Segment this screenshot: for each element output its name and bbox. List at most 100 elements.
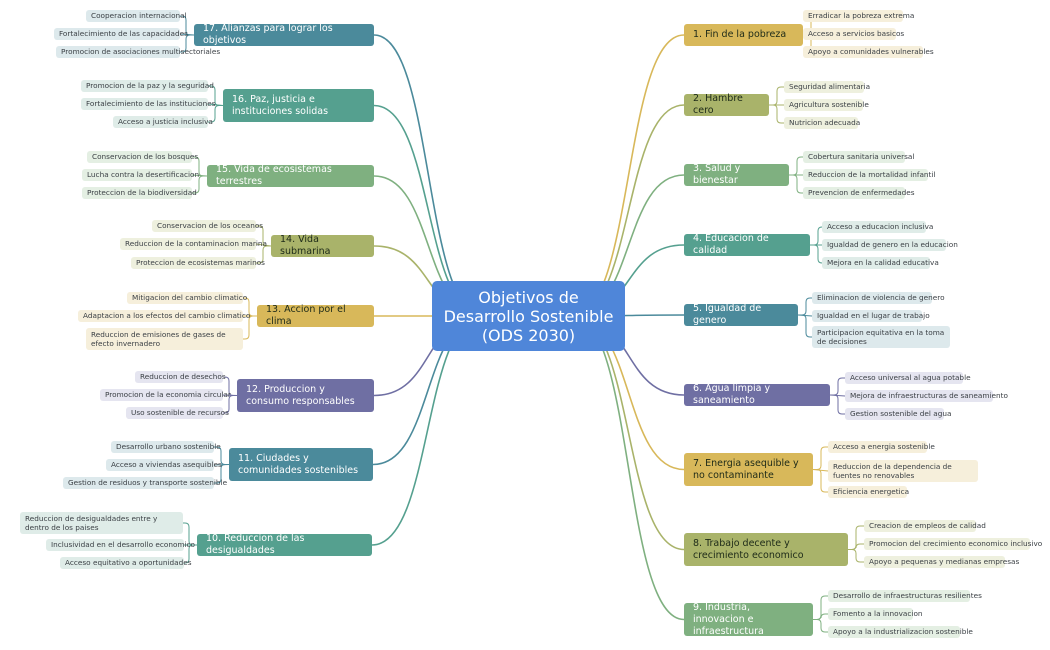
subtopic-promocion-de-la-paz-y-la-seguridad[interactable]: Promocion de la paz y la seguridad (81, 80, 214, 92)
subtopic-proteccion-de-ecosistemas-marinos[interactable]: Proteccion de ecosistemas marinos (131, 257, 265, 269)
subtopic-label: Reduccion de la contaminacion marina (125, 239, 268, 249)
leaf-connector (769, 104, 784, 124)
goal-node-16[interactable]: 16. Paz, justicia e instituciones solida… (223, 89, 374, 122)
subtopic-cooperacion-internacional[interactable]: Cooperacion internacional (86, 10, 187, 22)
subtopic-conservacion-de-los-bosques[interactable]: Conservacion de los bosques (87, 151, 198, 163)
subtopic-label: Fortalecimiento de las instituciones (86, 99, 216, 109)
goal-node-label: 5. Igualdad de genero (693, 303, 762, 326)
subtopic-promocion-del-crecimiento-economico-inclusivo[interactable]: Promocion del crecimiento economico incl… (864, 538, 1042, 550)
goal-node-7[interactable]: 7. Energia asequible y no contaminante (684, 453, 813, 486)
subtopic-gestion-sostenible-del-agua[interactable]: Gestion sostenible del agua (845, 408, 951, 420)
leaf-connector (798, 297, 812, 316)
goal-node-label: 2. Hambre cero (693, 93, 743, 116)
subtopic-erradicar-la-pobreza-extrema[interactable]: Erradicar la pobreza extrema (803, 10, 914, 22)
goal-connector-8 (572, 315, 685, 551)
leaf-connector (180, 34, 194, 53)
subtopic-apoyo-a-comunidades-vulnerables[interactable]: Apoyo a comunidades vulnerables (803, 46, 934, 58)
subtopic-acceso-a-educacion-inclusiva[interactable]: Acceso a educacion inclusiva (822, 221, 933, 233)
goal-connector-9 (572, 315, 685, 621)
goal-node-label: 14. Vida submarina (280, 234, 331, 257)
goal-node-15[interactable]: 15. Vida de ecosistemas terrestres (207, 164, 374, 187)
subtopic-agricultura-sostenible[interactable]: Agricultura sostenible (784, 99, 869, 111)
goal-node-5[interactable]: 5. Igualdad de genero (684, 303, 798, 326)
subtopic-acceso-equitativo-a-oportunidades[interactable]: Acceso equitativo a oportunidades (60, 557, 192, 569)
subtopic-apoyo-a-pequenas-y-medianas-empresas[interactable]: Apoyo a pequenas y medianas empresas (864, 556, 1019, 568)
goal-node-9[interactable]: 9. Industria, innovacion e infraestructu… (684, 602, 813, 637)
goal-node-8[interactable]: 8. Trabajo decente y crecimiento economi… (684, 533, 848, 566)
goal-connector-17 (373, 34, 484, 317)
subtopic-reduccion-de-desigualdades-entre-y-dentro-de-los-paises[interactable]: Reduccion de desigualdades entre y dentr… (20, 512, 183, 534)
subtopic-label: Eficiencia energetica (833, 487, 910, 497)
subtopic-mejora-en-la-calidad-educativa[interactable]: Mejora en la calidad educativa (822, 257, 939, 269)
subtopic-acceso-a-energia-sostenible[interactable]: Acceso a energia sostenible (828, 441, 935, 453)
goal-node-3[interactable]: 3. Salud y bienestar (684, 163, 789, 186)
subtopic-reduccion-de-emisiones-de-gases-de-efecto-invernadero[interactable]: Reduccion de emisiones de gases de efect… (86, 328, 243, 350)
subtopic-participacion-equitativa-en-la-toma-de-decisiones[interactable]: Participacion equitativa en la toma de d… (812, 326, 950, 348)
subtopic-label: Acceso a viviendas asequibles (111, 460, 222, 470)
subtopic-adaptacion-a-los-efectos-del-cambio-climatico[interactable]: Adaptacion a los efectos del cambio clim… (78, 310, 250, 322)
subtopic-igualdad-de-genero-en-la-educacion[interactable]: Igualdad de genero en la educacion (822, 239, 958, 251)
goal-node-6[interactable]: 6. Agua limpia y saneamiento (684, 383, 830, 406)
subtopic-label: Acceso a servicios basicos (808, 29, 905, 39)
subtopic-promocion-de-la-economia-circular[interactable]: Promocion de la economia circular (100, 389, 231, 401)
subtopic-label: Prevencion de enfermedades (808, 188, 915, 198)
subtopic-prevencion-de-enfermedades[interactable]: Prevencion de enfermedades (803, 187, 915, 199)
goal-node-1[interactable]: 1. Fin de la pobreza (684, 24, 803, 46)
subtopic-acceso-a-justicia-inclusiva[interactable]: Acceso a justicia inclusiva (113, 116, 213, 128)
subtopic-eficiencia-energetica[interactable]: Eficiencia energetica (828, 486, 910, 498)
subtopic-label: Gestion sostenible del agua (850, 409, 952, 419)
subtopic-promocion-de-asociaciones-multisectoriales[interactable]: Promocion de asociaciones multisectorial… (56, 46, 220, 58)
subtopic-label: Apoyo a pequenas y medianas empresas (869, 557, 1020, 567)
subtopic-reduccion-de-la-mortalidad-infantil[interactable]: Reduccion de la mortalidad infantil (803, 169, 935, 181)
goal-node-14[interactable]: 14. Vida submarina (271, 234, 374, 257)
subtopic-fortalecimiento-de-las-instituciones[interactable]: Fortalecimiento de las instituciones (81, 98, 216, 110)
subtopic-fomento-a-la-innovacion[interactable]: Fomento a la innovacion (828, 608, 923, 620)
subtopic-creacion-de-empleos-de-calidad[interactable]: Creacion de empleos de calidad (864, 520, 986, 532)
subtopic-gestion-de-residuos-y-transporte-sostenible[interactable]: Gestion de residuos y transporte sosteni… (63, 477, 227, 489)
leaf-connector (208, 105, 223, 123)
subtopic-label: Promocion del crecimiento economico incl… (869, 539, 1043, 549)
goal-node-11[interactable]: 11. Ciudades y comunidades sostenibles (229, 448, 373, 481)
subtopic-proteccion-de-la-biodiversidad[interactable]: Proteccion de la biodiversidad (82, 187, 197, 199)
subtopic-igualdad-en-el-lugar-de-trabajo[interactable]: Igualdad en el lugar de trabajo (812, 310, 930, 322)
goal-node-17[interactable]: 17. Alianzas para lograr los objetivos (194, 23, 374, 46)
subtopic-eliminacion-de-violencia-de-genero[interactable]: Eliminacion de violencia de genero (812, 292, 945, 304)
subtopic-desarrollo-urbano-sostenible[interactable]: Desarrollo urbano sostenible (111, 441, 221, 453)
subtopic-label: Promocion de la economia circular (105, 390, 231, 400)
subtopic-inclusividad-en-el-desarrollo-economico[interactable]: Inclusividad en el desarrollo economico (46, 539, 195, 551)
subtopic-fortalecimiento-de-las-capacidades[interactable]: Fortalecimiento de las capacidades (54, 28, 188, 40)
subtopic-apoyo-a-la-industrializacion-sostenible[interactable]: Apoyo a la industrializacion sostenible (828, 626, 973, 638)
subtopic-conservacion-de-los-oceanos[interactable]: Conservacion de los oceanos (152, 220, 263, 232)
leaf-connector (813, 469, 828, 493)
subtopic-mitigacion-del-cambio-climatico[interactable]: Mitigacion del cambio climatico (127, 292, 247, 304)
subtopic-acceso-a-servicios-basicos[interactable]: Acceso a servicios basicos (803, 28, 904, 40)
subtopic-reduccion-de-la-contaminacion-marina[interactable]: Reduccion de la contaminacion marina (120, 238, 267, 250)
subtopic-acceso-universal-al-agua-potable[interactable]: Acceso universal al agua potable (845, 372, 971, 384)
subtopic-label: Igualdad en el lugar de trabajo (817, 311, 930, 321)
goal-node-4[interactable]: 4. Educacion de calidad (684, 233, 810, 256)
subtopic-acceso-a-viviendas-asequibles[interactable]: Acceso a viviendas asequibles (106, 459, 222, 471)
goal-node-label: 8. Trabajo decente y crecimiento economi… (693, 537, 804, 561)
leaf-connector (789, 174, 803, 194)
subtopic-label: Reduccion de la mortalidad infantil (808, 170, 936, 180)
goal-node-10[interactable]: 10. Reduccion de las desigualdades (197, 533, 372, 556)
goal-node-13[interactable]: 13. Accion por el clima (257, 304, 374, 327)
subtopic-mejora-de-infraestructuras-de-saneamiento[interactable]: Mejora de infraestructuras de saneamient… (845, 390, 1008, 402)
subtopic-cobertura-sanitaria-universal[interactable]: Cobertura sanitaria universal (803, 151, 914, 163)
subtopic-reduccion-de-desechos[interactable]: Reduccion de desechos (135, 371, 226, 383)
subtopic-label: Acceso a energia sostenible (833, 442, 935, 452)
subtopic-seguridad-alimentaria[interactable]: Seguridad alimentaria (784, 81, 870, 93)
central-topic[interactable]: Objetivos de Desarrollo Sostenible (ODS … (432, 281, 625, 351)
subtopic-nutricion-adecuada[interactable]: Nutricion adecuada (784, 117, 860, 129)
subtopic-label: Eliminacion de violencia de genero (817, 293, 945, 303)
goal-node-label: 17. Alianzas para lograr los objetivos (203, 23, 333, 46)
subtopic-label: Reduccion de emisiones de gases de efect… (91, 329, 226, 349)
goal-node-2[interactable]: 2. Hambre cero (684, 93, 769, 116)
subtopic-desarrollo-de-infraestructuras-resilientes[interactable]: Desarrollo de infraestructuras resilient… (828, 590, 982, 602)
subtopic-lucha-contra-la-desertificacion[interactable]: Lucha contra la desertificacion (82, 169, 199, 181)
goal-node-12[interactable]: 12. Produccion y consumo responsables (237, 379, 374, 412)
subtopic-label: Apoyo a la industrializacion sostenible (833, 627, 973, 637)
subtopic-label: Igualdad de genero en la educacion (827, 240, 958, 250)
subtopic-reduccion-de-la-dependencia-de-fuentes-no-renovables[interactable]: Reduccion de la dependencia de fuentes n… (828, 460, 978, 482)
subtopic-uso-sostenible-de-recursos[interactable]: Uso sostenible de recursos (126, 407, 229, 419)
